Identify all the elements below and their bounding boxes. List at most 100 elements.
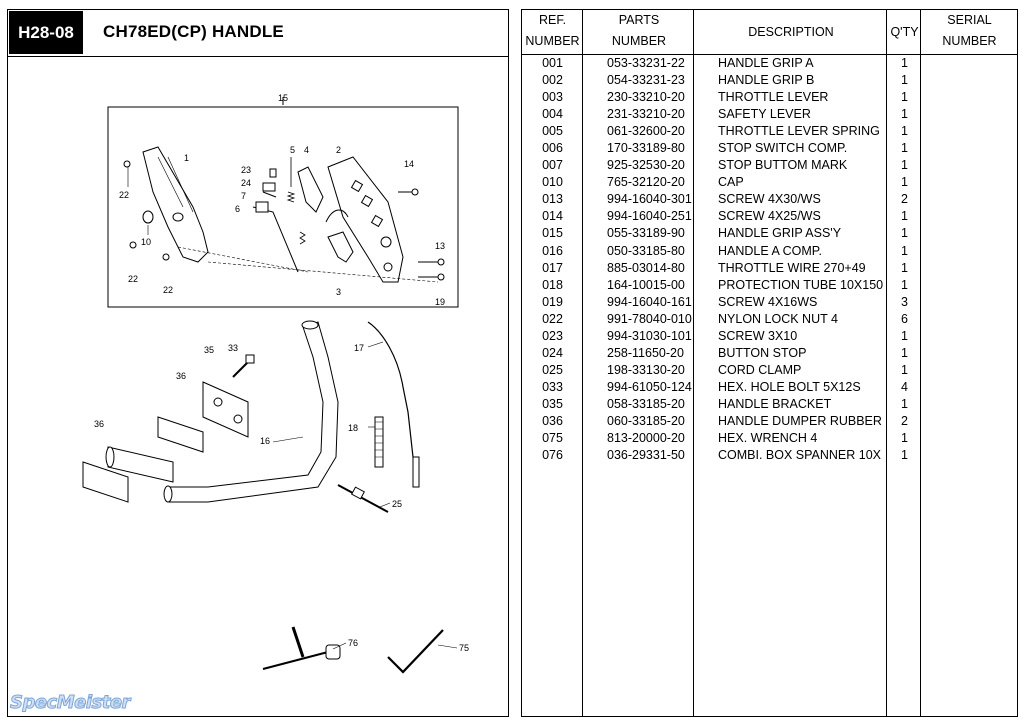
svg-text:23: 23 [241,165,251,175]
svg-text:16: 16 [260,436,270,446]
handle-damper-upper [157,416,204,453]
protection-tube [374,416,384,468]
svg-text:1: 1 [184,153,189,163]
svg-text:14: 14 [404,159,414,169]
qty-cell: 6 [901,311,908,326]
table-row: 019 994-16040-161 SCREW 4X16WS 3 [522,294,1017,311]
part-number-cell: 813-20000-20 [607,431,685,446]
ref-cell: 002 [542,73,563,88]
description-cell: HEX. HOLE BOLT 5X12S [718,379,861,394]
handle-grip-a [142,146,209,263]
description-cell: THROTTLE LEVER SPRING [718,124,880,139]
svg-text:36: 36 [94,419,104,429]
svg-text:35: 35 [204,345,214,355]
qty-cell: 2 [901,413,908,428]
svg-text:17: 17 [354,343,364,353]
ref-cell: 019 [542,294,563,309]
svg-text:22: 22 [163,285,173,295]
svg-text:19: 19 [435,297,445,307]
qty-cell: 1 [901,56,908,70]
description-cell: HANDLE GRIP ASS'Y [718,226,842,241]
part-number-cell: 991-78040-010 [607,311,692,326]
description-cell: HANDLE GRIP A [718,56,814,70]
qty-cell: 1 [901,158,908,173]
svg-text:2: 2 [336,145,341,155]
description-cell: CORD CLAMP [718,362,802,377]
header-qty: Q'TY [890,25,919,39]
svg-text:7: 7 [241,191,246,201]
col-divider-parts [583,10,694,716]
svg-text:4: 4 [304,145,309,155]
header-ref: REF.NUMBER [525,13,580,48]
hex-wrench [387,629,444,674]
svg-text:22: 22 [128,274,138,284]
qty-cell: 1 [901,107,908,122]
part-number-cell: 994-16040-251 [607,209,692,224]
ref-cell: 003 [542,90,563,105]
handle-damper-lower [82,461,129,503]
svg-text:3: 3 [336,287,341,297]
qty-cell: 1 [901,90,908,105]
ref-cell: 035 [542,396,563,411]
qty-cell: 1 [901,226,908,241]
qty-cell: 1 [901,448,908,463]
part-number-cell: 994-16040-301 [607,192,692,207]
part-number-cell: 994-16040-161 [607,294,692,309]
qty-cell: 3 [901,294,908,309]
part-number-cell: 055-33189-90 [607,226,685,241]
cord-clamp [337,484,389,513]
ref-cell: 010 [542,175,563,190]
description-cell: HANDLE BRACKET [718,396,832,411]
exploded-parts-diagram: 15 1 2 4 5 23 24 7 6 22 10 14 13 22 22 3… [82,93,469,674]
ref-cell: 033 [542,379,563,394]
part-number-cell: 765-32120-20 [607,175,685,190]
svg-text:18: 18 [348,423,358,433]
ref-cell: 017 [542,260,563,275]
ref-cell: 016 [542,243,563,258]
qty-cell: 1 [901,260,908,275]
ref-cell: 015 [542,226,563,241]
description-cell: SAFETY LEVER [718,107,811,122]
throttle-wire [367,321,419,488]
ref-cell: 001 [542,56,563,70]
ref-cell: 006 [542,141,563,156]
grip-assembly-box [107,106,459,308]
box-spanner [262,651,329,670]
part-number-cell: 164-10015-00 [607,277,685,292]
header-description: DESCRIPTION [748,25,834,39]
throttle-lever [327,231,354,263]
description-cell: THROTTLE LEVER [718,90,829,105]
ref-cell: 018 [542,277,563,292]
svg-text:75: 75 [459,643,469,653]
title-bar: H28-08 CH78ED(CP) HANDLE [8,10,508,57]
description-cell: THROTTLE WIRE 270+49 [718,260,866,275]
table-row: 015 055-33189-90 HANDLE GRIP ASS'Y 1 [522,225,1017,242]
part-number-cell: 170-33189-80 [607,141,685,156]
svg-text:36: 36 [176,371,186,381]
ref-cell: 013 [542,192,563,207]
part-number-cell: 036-29331-50 [607,448,685,463]
cap-part [142,210,154,224]
qty-cell: 1 [901,124,908,139]
part-number-cell: 925-32530-20 [607,158,685,173]
svg-text:22: 22 [119,190,129,200]
description-cell: SCREW 4X16WS [718,294,818,309]
description-cell: SCREW 3X10 [718,328,798,343]
